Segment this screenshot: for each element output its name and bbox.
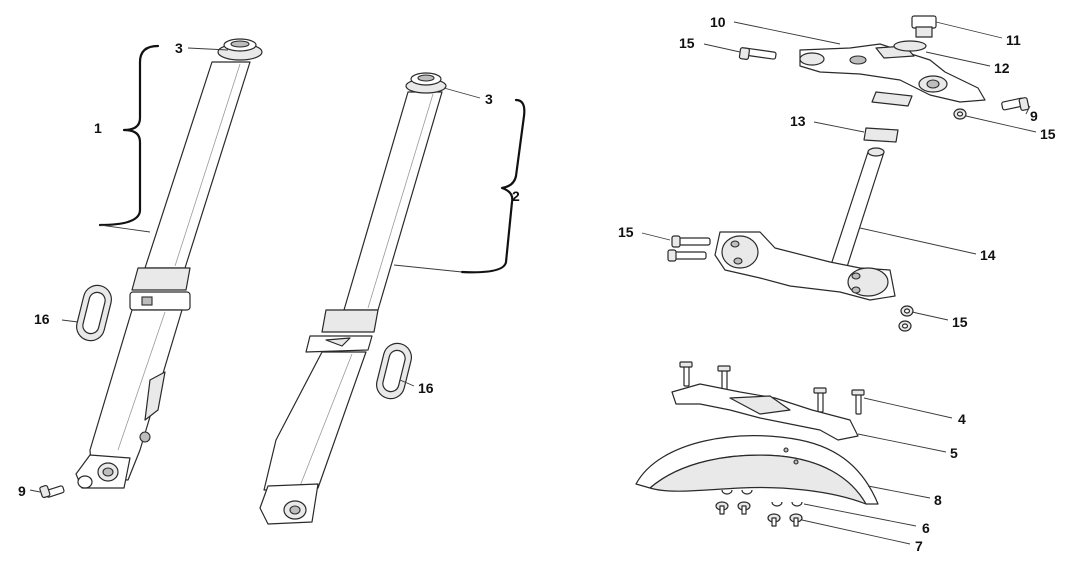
clamp-pinch-bolt <box>1001 97 1030 111</box>
top-nut <box>911 15 937 38</box>
upper-bearing-ring <box>871 91 913 107</box>
callout-10: 10 <box>710 14 726 30</box>
callout-6: 6 <box>922 520 930 536</box>
callout-4: 4 <box>958 411 966 427</box>
lower-triple-clamp <box>714 231 896 301</box>
lower-clamp-bolts <box>667 235 711 262</box>
fender-screws <box>715 501 803 527</box>
right-fork-leg <box>259 72 447 525</box>
steering-stem <box>829 147 885 271</box>
callout-1: 1 <box>94 120 102 136</box>
callout-15-lower-right: 15 <box>952 314 968 330</box>
callout-15-upper-right: 15 <box>1040 126 1056 142</box>
front-fender <box>635 435 879 505</box>
left-fork-leg <box>75 38 263 489</box>
callout-5: 5 <box>950 445 958 461</box>
callout-11: 11 <box>1006 32 1021 48</box>
callout-3-right: 3 <box>485 91 493 107</box>
callout-7: 7 <box>915 538 923 554</box>
callout-2: 2 <box>512 188 520 204</box>
brace-right-fork <box>460 98 526 274</box>
top-washer <box>893 40 927 52</box>
callout-16-right: 16 <box>418 380 434 396</box>
axle-bolt-left <box>39 484 65 499</box>
steering-bearing <box>863 127 899 143</box>
slider-seal-right <box>376 342 412 400</box>
callout-12: 12 <box>994 60 1010 76</box>
brace-left-fork <box>98 44 160 227</box>
callout-9-right: 9 <box>1030 108 1038 124</box>
leader-lines <box>29 21 1037 545</box>
washers-lower <box>898 305 914 332</box>
upper-clamp-bolt <box>738 47 777 60</box>
slider-seal-left <box>76 284 112 342</box>
fender-bracket <box>671 383 859 441</box>
upper-triple-clamp <box>799 43 986 103</box>
callout-15-left: 15 <box>618 224 634 240</box>
callout-9-left: 9 <box>18 483 26 499</box>
callout-8: 8 <box>934 492 942 508</box>
washer-upper-right <box>953 108 967 120</box>
callout-3-left: 3 <box>175 40 183 56</box>
callout-labels: 1 2 3 3 4 5 6 7 8 9 9 10 11 12 13 14 15 … <box>18 14 1056 554</box>
callout-14: 14 <box>980 247 996 263</box>
callout-16-left: 16 <box>34 311 50 327</box>
fender-clips <box>721 489 803 507</box>
callout-13: 13 <box>790 113 806 129</box>
callout-15-top: 15 <box>679 35 695 51</box>
